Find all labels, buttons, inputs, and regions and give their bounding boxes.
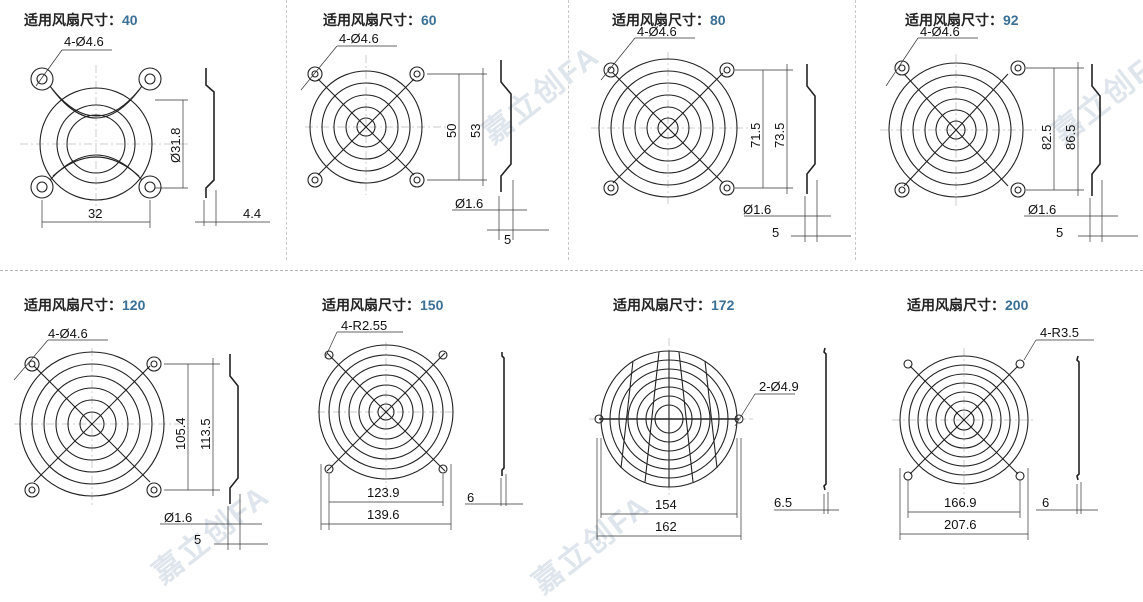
fan-size-value: 80	[710, 12, 726, 28]
hole-spec-label: 4-R2.55	[341, 318, 387, 333]
guard-drawing-60: 4-Ø4.6 50 53 Ø1.6 5	[300, 31, 549, 247]
depth-label: 6	[467, 490, 474, 505]
title-label: 适用风扇尺寸：	[613, 297, 711, 313]
depth-label: 5	[772, 225, 779, 240]
inner-diameter-label: Ø31.8	[168, 128, 183, 163]
title-label: 适用风扇尺寸：	[907, 297, 1005, 313]
mount-hole	[894, 60, 1026, 198]
hole-spec-label: 4-Ø4.6	[48, 326, 88, 341]
guard-drawing-150: 4-R2.55 123.9 139.6 6	[317, 318, 523, 530]
inner-dimension-label: 82.5	[1039, 125, 1054, 150]
column-divider	[568, 0, 569, 260]
guard-drawing-120: 4-Ø4.6 105.4 113.5 Ø1.6 5	[13, 326, 268, 550]
fan-size-title: 适用风扇尺寸：150	[322, 295, 443, 315]
title-label: 适用风扇尺寸：	[323, 12, 421, 28]
wire-diameter-label: Ø1.6	[743, 202, 771, 217]
fan-size-title: 适用风扇尺寸：80	[612, 10, 726, 30]
outer-dimension-label: 139.6	[367, 507, 400, 522]
column-divider	[855, 0, 856, 260]
guard-drawing-92: 4-Ø4.6 82.5 86.5 Ø1.6 5	[880, 24, 1138, 242]
outer-dimension-label: 73.5	[772, 123, 787, 148]
depth-label: 6.5	[774, 495, 792, 510]
guard-drawing-172: 2-Ø4.9 154 162 6.5	[589, 338, 839, 540]
mount-hole	[307, 66, 425, 188]
fan-size-value: 150	[420, 297, 444, 313]
fan-size-title: 适用风扇尺寸：172	[613, 295, 734, 315]
fan-size-title: 适用风扇尺寸：60	[323, 10, 437, 30]
row-divider	[0, 270, 1143, 271]
mount-hole	[30, 67, 162, 199]
wire-diameter-label: Ø1.6	[455, 196, 483, 211]
fan-size-value: 200	[1005, 297, 1029, 313]
outer-dimension-label: 113.5	[198, 418, 213, 450]
hole-pitch-label: 32	[88, 206, 102, 221]
title-label: 适用风扇尺寸：	[24, 297, 122, 313]
fan-size-value: 172	[711, 297, 735, 313]
depth-label: 4.4	[243, 206, 261, 221]
hole-spec-label: 4-Ø4.6	[637, 24, 677, 39]
mount-hole	[603, 62, 735, 196]
outer-dimension-label: 53	[468, 124, 483, 138]
title-label: 适用风扇尺寸：	[612, 12, 710, 28]
depth-label: 5	[504, 232, 511, 247]
inner-dimension-label: 166.9	[944, 495, 977, 510]
outer-dimension-label: 162	[655, 519, 677, 534]
hole-spec-label: 4-Ø4.6	[920, 24, 960, 39]
guard-drawing-80: 4-Ø4.6 71.5 73.5 Ø1.6 5	[591, 24, 851, 242]
fan-size-title: 适用风扇尺寸：120	[24, 295, 145, 315]
inner-dimension-label: 154	[655, 497, 677, 512]
depth-label: 5	[1056, 225, 1063, 240]
wire-diameter-label: Ø1.6	[164, 510, 192, 525]
inner-dimension-label: 71.5	[748, 123, 763, 148]
fan-size-value: 120	[122, 297, 146, 313]
title-label: 适用风扇尺寸：	[322, 297, 420, 313]
fan-size-title: 适用风扇尺寸：40	[24, 10, 138, 30]
depth-label: 5	[194, 532, 201, 547]
mount-hole	[594, 414, 744, 424]
title-label: 适用风扇尺寸：	[24, 12, 122, 28]
mount-hole	[903, 359, 1025, 481]
mount-hole	[24, 356, 162, 498]
fan-size-title: 适用风扇尺寸：92	[905, 10, 1019, 30]
depth-label: 6	[1042, 495, 1049, 510]
outer-dimension-label: 207.6	[944, 517, 977, 532]
fan-size-value: 60	[421, 12, 437, 28]
hole-spec-label: 4-Ø4.6	[339, 31, 379, 46]
inner-dimension-label: 123.9	[367, 485, 400, 500]
column-divider	[286, 0, 287, 260]
hole-spec-label: 2-Ø4.9	[759, 379, 799, 394]
mount-hole	[324, 350, 448, 474]
guard-drawing-200: 4-R3.5 166.9 207.6 6	[892, 325, 1098, 540]
hole-spec-label: 4-R3.5	[1040, 325, 1079, 340]
inner-dimension-label: 105.4	[173, 417, 188, 450]
title-label: 适用风扇尺寸：	[905, 12, 1003, 28]
fan-size-title: 适用风扇尺寸：200	[907, 295, 1028, 315]
wire-diameter-label: Ø1.6	[1028, 202, 1056, 217]
fan-size-value: 40	[122, 12, 138, 28]
outer-dimension-label: 86.5	[1063, 125, 1078, 150]
hole-spec-label: 4-Ø4.6	[64, 34, 104, 49]
guard-drawing-40: 4-Ø4.6 Ø31.8 32 4.4	[20, 34, 270, 228]
fan-size-value: 92	[1003, 12, 1019, 28]
inner-dimension-label: 50	[444, 124, 459, 138]
